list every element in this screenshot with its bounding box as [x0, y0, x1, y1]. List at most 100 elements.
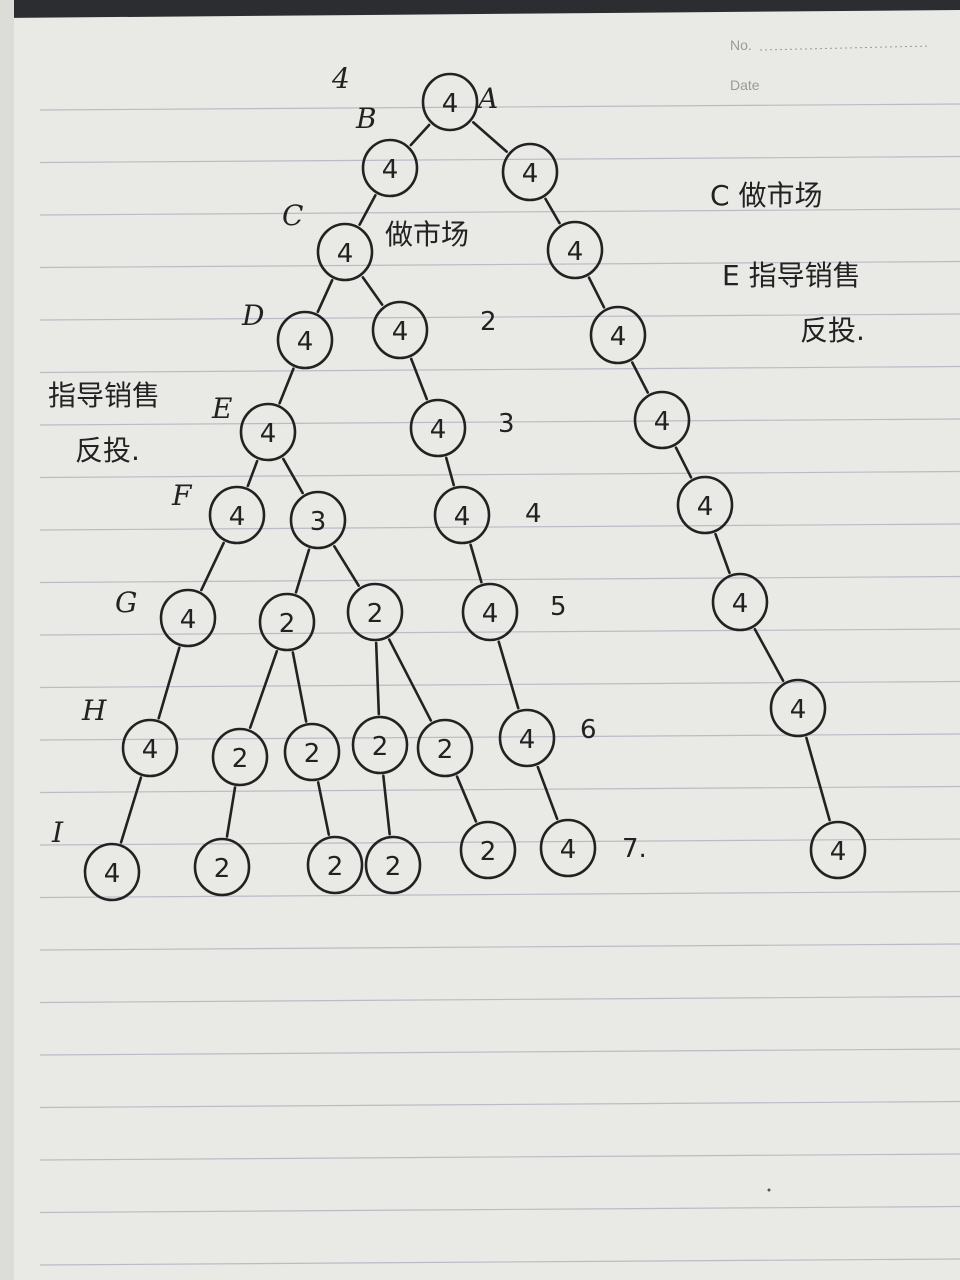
node-value: 4	[697, 492, 714, 522]
tree-node: 4	[276, 310, 334, 370]
tree-edge	[361, 276, 384, 306]
tree-edge	[805, 736, 831, 822]
tree-node: 4	[461, 582, 519, 642]
node-value: 4	[732, 589, 749, 619]
level-label: F	[171, 479, 193, 512]
tree-node: 4	[361, 138, 419, 198]
tree-edge	[587, 276, 606, 309]
tree-node: 2	[364, 835, 422, 895]
node-value: 2	[372, 732, 389, 762]
node-value: 2	[304, 739, 321, 769]
tree-edge	[294, 548, 311, 594]
level-label: H	[81, 694, 107, 727]
tree-edge	[225, 786, 237, 838]
tree-node: 4	[498, 708, 556, 768]
node-value: 4	[567, 237, 584, 267]
node-value: 4	[560, 835, 577, 865]
tree-edge	[455, 775, 478, 823]
tree-edge	[333, 545, 360, 587]
level-label: A	[475, 82, 498, 115]
node-value: 4	[229, 502, 246, 532]
tree-node: 4	[239, 402, 297, 462]
tree-node: 4	[208, 485, 266, 545]
tree-edge	[157, 646, 181, 720]
tree-node: 2	[211, 727, 269, 787]
tree-node: 4	[809, 820, 867, 880]
node-value: 4	[442, 89, 459, 119]
tree-node: 4	[409, 398, 467, 458]
level-label: E	[211, 392, 232, 425]
tree-edge	[469, 543, 483, 584]
tree-node: 4	[769, 678, 827, 738]
tree-node: 2	[193, 837, 251, 897]
tree-node: 4	[676, 475, 734, 535]
tree-edge	[246, 459, 259, 488]
tree-edge	[536, 765, 559, 821]
tree-node: 4	[316, 222, 374, 282]
node-value: 4	[337, 239, 354, 269]
tree-node: 4	[711, 572, 769, 632]
tree-node: 4	[83, 842, 141, 902]
tree-edge	[630, 361, 650, 394]
level-label: I	[51, 816, 64, 849]
tree-edge	[358, 194, 377, 226]
tree-edges	[119, 121, 831, 844]
node-value: 3	[310, 507, 327, 537]
tree-node: 4	[159, 588, 217, 648]
level-label: B	[355, 102, 377, 135]
tree-node: 2	[459, 820, 517, 880]
right-note-c: C 做市场	[710, 179, 822, 212]
node-value: 4	[519, 725, 536, 755]
right-note-e-line1: E 指导销售	[722, 259, 861, 292]
node-value: 4	[454, 502, 471, 532]
tree-node: 4	[421, 72, 479, 132]
tree-node: 2	[416, 718, 474, 778]
left-note-e-line2: 反投.	[75, 434, 140, 467]
ruled-lines	[39, 103, 960, 1266]
node-value: 4	[142, 735, 159, 765]
depth-number: 6	[580, 715, 597, 745]
node-value: 4	[392, 317, 409, 347]
tree-node: 4	[501, 142, 559, 202]
node-value: 2	[480, 837, 497, 867]
tree-node: 2	[346, 582, 404, 642]
tree-edge	[291, 651, 308, 723]
node-value: 2	[385, 852, 402, 882]
node-value: 2	[232, 744, 249, 774]
tree-node: 3	[289, 490, 347, 550]
tree-node: 4	[371, 300, 429, 360]
tree-node: 2	[351, 715, 409, 775]
tree-edge	[409, 123, 431, 147]
tree-node: 4	[433, 485, 491, 545]
level-labels: A B C D E F G H I	[51, 82, 498, 849]
level-label: G	[115, 586, 137, 619]
tree-edge	[387, 638, 433, 722]
node-value: 4	[430, 415, 447, 445]
tree-edge	[544, 197, 561, 225]
tree-edge	[444, 456, 456, 487]
level-label: C	[282, 199, 303, 232]
depth-number: 2	[480, 307, 497, 337]
tree-edge	[248, 649, 279, 730]
node-value: 4	[180, 605, 197, 635]
node-value: 4	[830, 837, 847, 867]
node-value: 4	[297, 327, 314, 357]
tree-edge	[753, 627, 785, 683]
tree-edge	[316, 278, 334, 314]
tree-edge	[674, 446, 693, 479]
node-value: 4	[382, 155, 399, 185]
node-value: 2	[214, 854, 231, 884]
c-note: 做市场	[385, 218, 469, 251]
tree-node: 2	[258, 592, 316, 652]
right-note-e-line2: 反投.	[800, 314, 865, 347]
node-value: 2	[367, 599, 384, 629]
tree-edge	[374, 641, 381, 716]
node-value: 2	[327, 852, 344, 882]
level-label: D	[241, 299, 264, 332]
node-value: 4	[482, 599, 499, 629]
tree-node: 4	[589, 305, 647, 365]
tree-edge	[382, 774, 391, 836]
tree-node: 2	[283, 722, 341, 782]
